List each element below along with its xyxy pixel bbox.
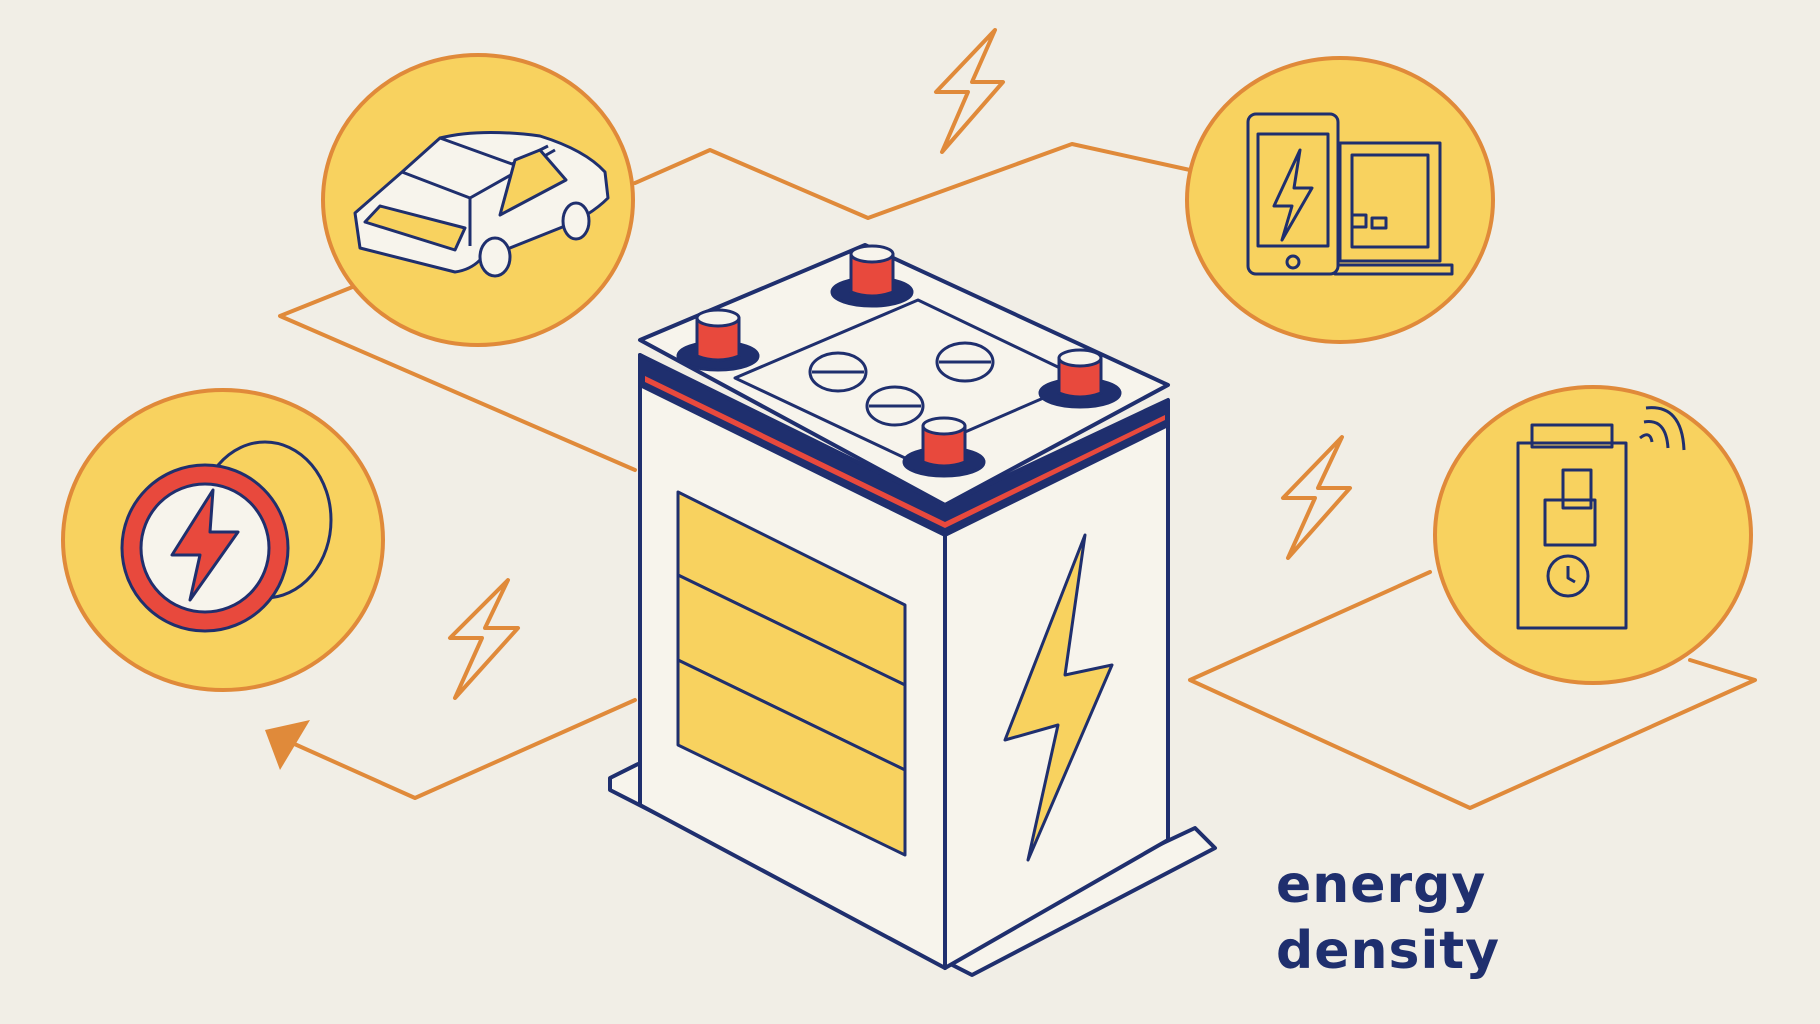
- battery-bolt-icon: [1003, 533, 1114, 862]
- charger-circle: [61, 388, 385, 692]
- bolt-top-icon: [934, 28, 1005, 154]
- devices-circle: [1185, 56, 1495, 344]
- car-circle: [321, 53, 635, 347]
- battery-label-panel: [676, 490, 907, 857]
- connector-lines: [278, 142, 1757, 810]
- arrow-head-icon: [265, 720, 310, 770]
- car-battery-illustration: [608, 243, 1217, 977]
- connector-car: [633, 142, 1192, 220]
- battery-caps: [808, 341, 995, 427]
- battery-terminals: [676, 244, 1122, 478]
- bolt-left-icon: [448, 578, 520, 700]
- connector-charger: [288, 698, 637, 800]
- smart-battery-circle: [1433, 385, 1753, 685]
- bolt-right-icon: [1281, 435, 1352, 560]
- signal-icon: [1639, 406, 1686, 451]
- connector-battery: [1188, 570, 1757, 810]
- spark-bolts: [448, 28, 1352, 700]
- charger-bolt-icon: [170, 488, 240, 602]
- car-icon: [353, 130, 610, 278]
- phone-laptop-icon: [1246, 112, 1454, 276]
- caption-line-density: density: [1276, 921, 1501, 981]
- smart-battery-icon: [1516, 406, 1686, 630]
- caption-line-energy: energy: [1276, 855, 1487, 915]
- caption-text: energy density: [1276, 852, 1536, 984]
- wireless-charger-icon: [120, 440, 333, 633]
- connector-car-lower: [278, 284, 637, 472]
